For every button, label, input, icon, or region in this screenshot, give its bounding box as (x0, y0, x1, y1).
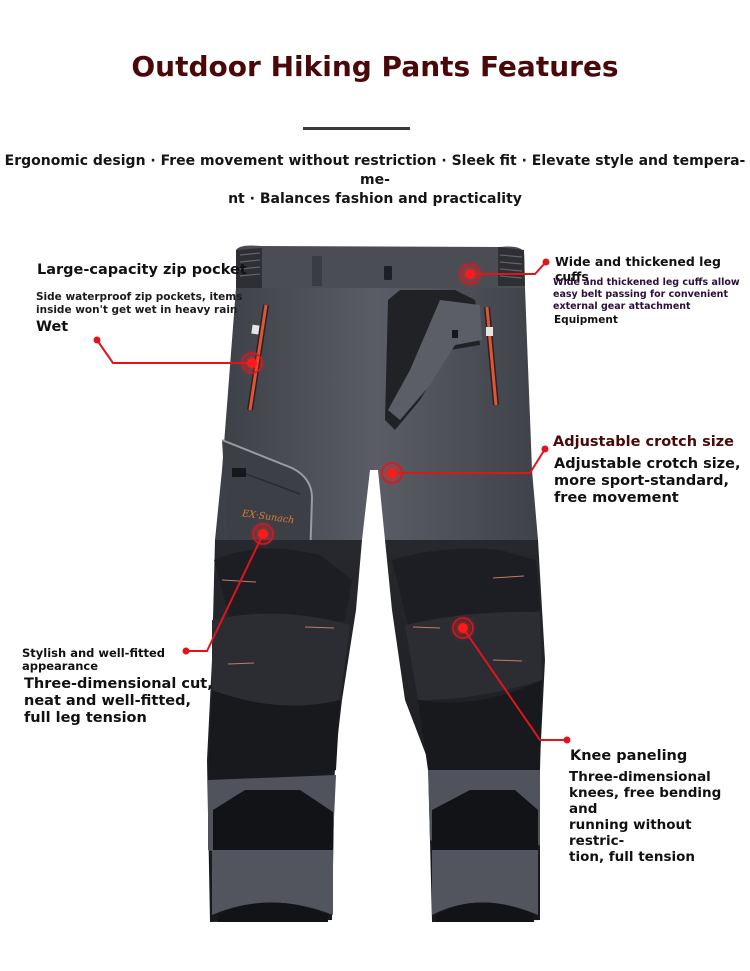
description-line: free movement (554, 490, 679, 506)
callout-zip-pocket-title: Large-capacity zip pocket (37, 262, 247, 278)
description-line: inside won't get wet in heavy rain (36, 304, 238, 316)
callout-zip-pocket-tag: Wet (36, 319, 69, 335)
title-divider (303, 127, 410, 130)
description-line: neat and well-fitted, (24, 693, 191, 709)
callout-line-knee (462, 627, 567, 741)
callout-zip-pocket-description: Side waterproof zip pockets, items insid… (36, 291, 242, 317)
callout-leg-cuffs-title: Wide and thickened leg cuffs (555, 254, 721, 284)
zip-pocket-right (484, 306, 499, 406)
page-title: Outdoor Hiking Pants Features (131, 50, 619, 83)
callout-lines (96, 261, 567, 741)
callout-leg-cuffs-tag: Equipment (554, 314, 618, 326)
callout-leg-cuffs-description: Wide and thickened leg cuffs allow easy … (553, 277, 740, 313)
callout-dots (93, 258, 571, 744)
right-leg (385, 540, 545, 922)
description-line: Adjustable crotch size, (554, 456, 741, 472)
callout-knee-title: Knee paneling (570, 748, 688, 764)
description-line: tion, full tension (569, 849, 696, 865)
description-line: knees, free bending and (569, 785, 722, 817)
left-leg (207, 540, 362, 922)
waistband (236, 245, 525, 290)
callout-line-zip-pocket (96, 339, 252, 364)
description-line: running without restric- (569, 817, 692, 849)
callout-line-crotch (392, 448, 546, 474)
subtitle: Ergonomic design · Free movement without… (0, 152, 750, 209)
thigh-cargo-pocket: EX·Sunach (221, 439, 314, 561)
description-line: easy belt passing for convenient (553, 289, 728, 300)
description-line: external gear attachment (553, 301, 691, 312)
description-line: more sport-standard, (554, 473, 730, 489)
callout-crotch-description: Adjustable crotch size, more sport-stand… (554, 456, 740, 507)
description-line: Wide and thickened leg cuffs allow (553, 277, 740, 288)
callout-targets (238, 260, 484, 642)
subtitle-line-2: nt · Balances fashion and practicality (228, 191, 522, 207)
callout-fit-title: Stylish and well-fitted appearance (22, 646, 166, 673)
subtitle-line-1: Ergonomic design · Free movement without… (4, 153, 746, 188)
callout-fit-description: Three-dimensional cut, neat and well-fit… (24, 676, 213, 727)
description-line: full leg tension (24, 710, 147, 726)
description-line: Side waterproof zip pockets, items (36, 291, 243, 303)
description-line: Three-dimensional cut, (24, 676, 213, 692)
callout-knee-description: Three-dimensional knees, free bending an… (569, 769, 750, 865)
callout-line-leg-cuffs (470, 261, 547, 275)
description-line: Three-dimensional (569, 769, 711, 785)
callout-line-fit (186, 533, 264, 652)
callout-crotch-title: Adjustable crotch size (553, 434, 734, 450)
